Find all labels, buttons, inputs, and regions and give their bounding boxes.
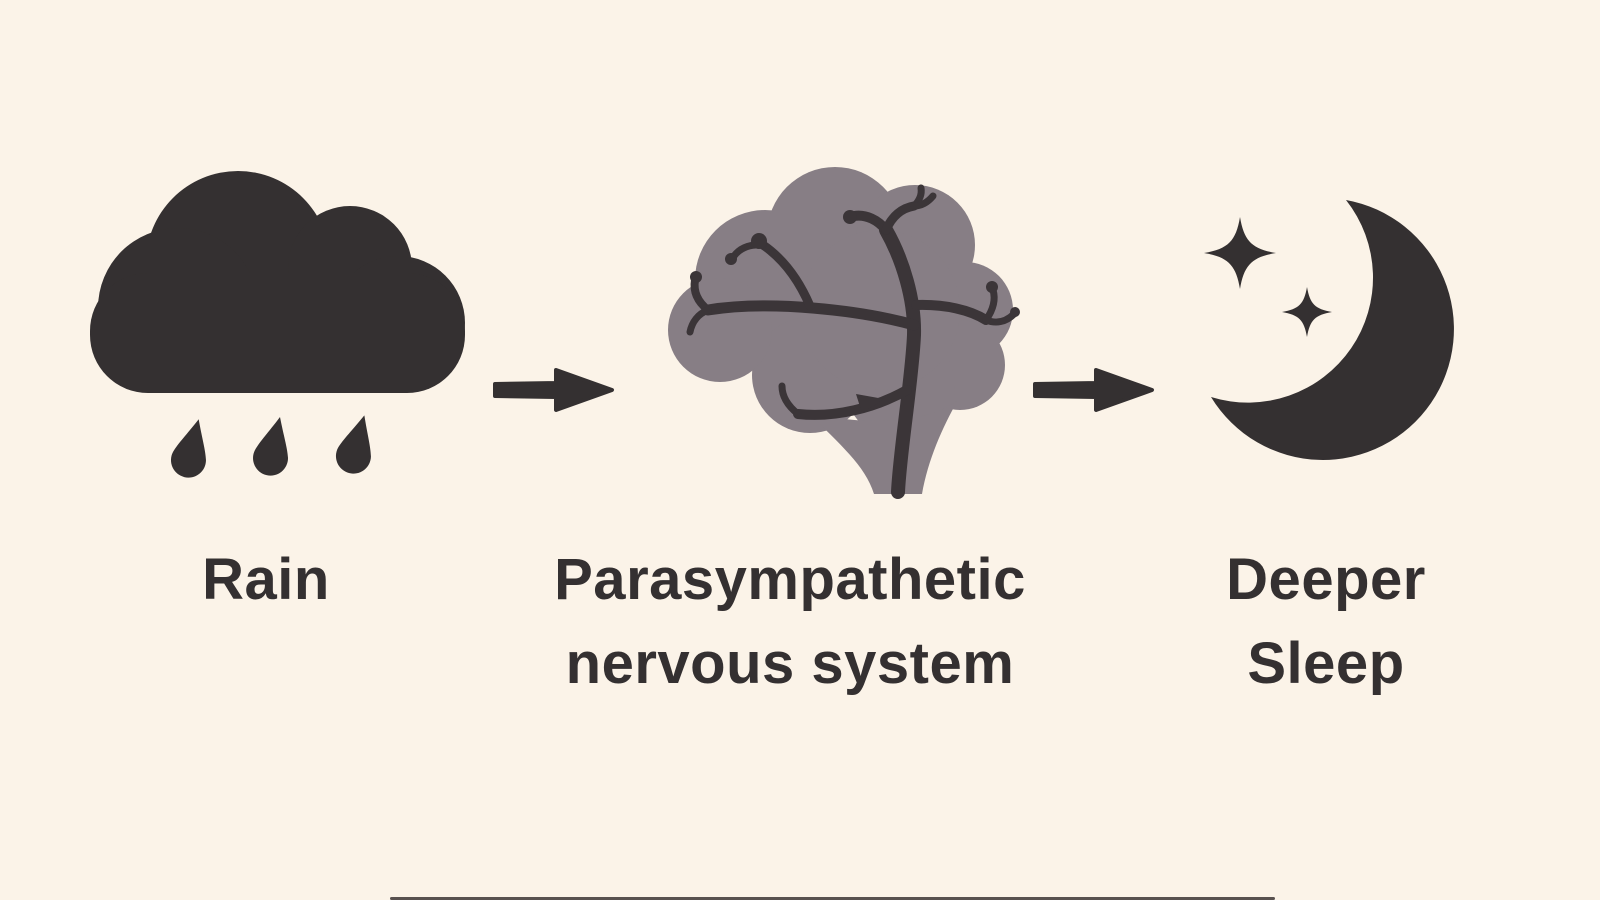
arrow-right-icon — [493, 368, 614, 412]
node-deeper-sleep — [1185, 185, 1465, 480]
rain-cloud-icon — [90, 171, 465, 478]
label-line: Sleep — [1247, 631, 1405, 696]
sparkle-star-icon — [1204, 217, 1276, 289]
brain-branch-icon — [668, 167, 1020, 499]
connector-1 — [492, 362, 617, 423]
label-line: Parasympathetic — [554, 547, 1026, 612]
label-line: Deeper — [1226, 547, 1426, 612]
label-rain: Rain — [116, 538, 416, 622]
label-line: Rain — [202, 547, 330, 612]
label-parasympathetic-nervous-system: Parasympathetic nervous system — [465, 538, 1115, 706]
node-parasympathetic — [660, 160, 1020, 505]
node-rain — [88, 168, 468, 503]
arrow-right-icon — [1033, 368, 1154, 412]
moon-stars-icon — [1204, 200, 1454, 460]
crescent-moon-icon — [1211, 200, 1454, 460]
label-line: nervous system — [565, 631, 1015, 696]
raindrop-icon — [171, 415, 371, 478]
label-deeper-sleep: Deeper Sleep — [1176, 538, 1476, 706]
bottom-bar — [390, 897, 1275, 900]
sparkle-star-icon — [1282, 287, 1332, 337]
connector-2 — [1032, 362, 1157, 423]
